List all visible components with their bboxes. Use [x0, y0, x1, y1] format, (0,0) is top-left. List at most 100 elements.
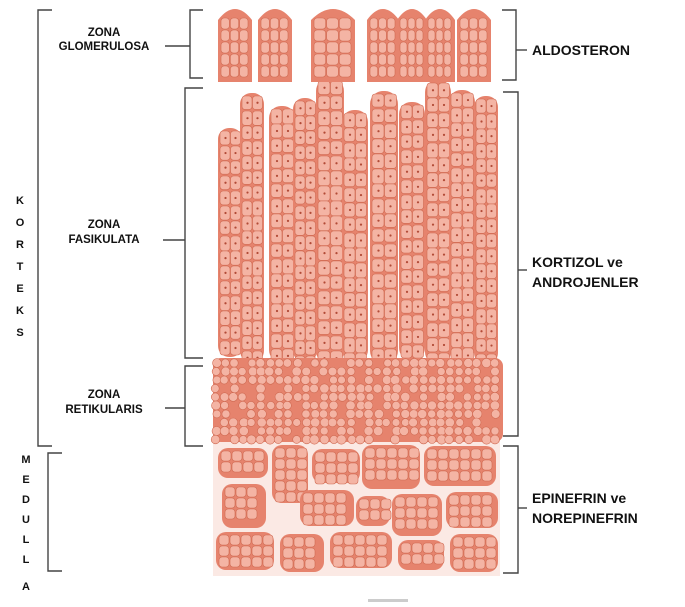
cell-nucleus	[276, 265, 278, 267]
cell-nucleus	[323, 312, 325, 314]
cell	[366, 557, 376, 567]
cell	[333, 557, 343, 567]
cell	[417, 519, 427, 529]
cell-nucleus	[406, 111, 408, 113]
cell	[423, 554, 433, 564]
medulla-letter: L	[23, 554, 30, 566]
cell-nucleus	[309, 181, 311, 183]
cell-nucleus	[234, 257, 236, 259]
cell-nucleus	[480, 270, 482, 272]
cell	[427, 460, 437, 470]
cell-nucleus	[349, 269, 351, 271]
cell	[230, 376, 238, 384]
cell	[445, 435, 454, 444]
cell	[337, 426, 346, 435]
label-kortizol: KORTIZOL ve ANDROJENLER	[532, 254, 639, 290]
cell-nucleus	[480, 150, 482, 152]
cell	[240, 66, 248, 77]
cell-nucleus	[246, 222, 248, 224]
cell-nucleus	[323, 87, 325, 89]
cell-nucleus	[287, 220, 289, 222]
cell-nucleus	[360, 269, 362, 271]
cell	[232, 462, 242, 472]
cell-nucleus	[360, 149, 362, 151]
cell	[240, 54, 248, 65]
cell	[315, 463, 325, 473]
cell	[286, 481, 296, 491]
cell	[482, 471, 492, 481]
cell-nucleus	[309, 196, 311, 198]
cell	[365, 368, 373, 376]
cell-nucleus	[467, 279, 469, 281]
cell	[387, 448, 397, 458]
cell	[453, 537, 463, 547]
cell	[220, 393, 229, 402]
cell	[401, 410, 410, 419]
cell	[410, 427, 418, 435]
cell	[220, 376, 228, 384]
cell-nucleus	[323, 207, 325, 209]
cell	[339, 30, 351, 41]
cell	[305, 537, 315, 547]
cell	[294, 548, 304, 558]
cell	[270, 66, 278, 77]
cell-nucleus	[335, 237, 337, 239]
cell	[373, 426, 382, 435]
cell	[364, 426, 373, 435]
cell	[238, 393, 246, 401]
cell	[412, 543, 422, 553]
cell	[392, 419, 400, 427]
cell	[263, 546, 273, 556]
cell	[419, 401, 427, 409]
cell	[320, 393, 328, 401]
cell-nucleus	[299, 302, 301, 304]
cell	[455, 359, 463, 367]
cell	[284, 384, 293, 393]
bottom-edge-mark	[368, 599, 408, 602]
cell-nucleus	[432, 299, 434, 301]
cell	[482, 384, 490, 392]
cell	[454, 410, 462, 418]
cell	[364, 384, 372, 392]
cell-nucleus	[467, 144, 469, 146]
cell	[230, 384, 239, 393]
cell	[417, 508, 427, 518]
cell-nucleus	[287, 145, 289, 147]
cell	[483, 376, 491, 384]
cell-nucleus	[443, 299, 445, 301]
label-epinefrin: EPINEFRIN ve NOREPINEFRIN	[532, 490, 638, 526]
cell	[355, 535, 365, 545]
cell-nucleus	[360, 314, 362, 316]
cell	[445, 410, 453, 418]
cell	[379, 54, 387, 65]
cell	[428, 519, 438, 529]
cell	[379, 30, 387, 41]
cell-nucleus	[287, 295, 289, 297]
cell	[370, 18, 378, 29]
cell	[482, 427, 490, 435]
cell	[416, 18, 423, 29]
cell	[460, 18, 468, 29]
cell-nucleus	[377, 99, 379, 101]
cell	[374, 409, 383, 418]
cell	[292, 376, 301, 385]
cell-nucleus	[256, 132, 258, 134]
cell-nucleus	[309, 272, 311, 274]
glomerulosa-cluster	[258, 9, 292, 82]
cell-nucleus	[323, 102, 325, 104]
cell	[379, 42, 387, 53]
cell	[364, 409, 373, 418]
cell	[486, 548, 496, 558]
cell-nucleus	[490, 270, 492, 272]
cell	[221, 451, 231, 461]
cell	[400, 18, 407, 29]
cell	[449, 517, 459, 527]
cell-nucleus	[287, 190, 289, 192]
cell-nucleus	[287, 265, 289, 267]
cell	[449, 506, 459, 516]
cell-nucleus	[349, 119, 351, 121]
cell	[347, 393, 356, 402]
cell-nucleus	[490, 150, 492, 152]
cell	[257, 409, 266, 418]
cell-nucleus	[246, 312, 248, 314]
